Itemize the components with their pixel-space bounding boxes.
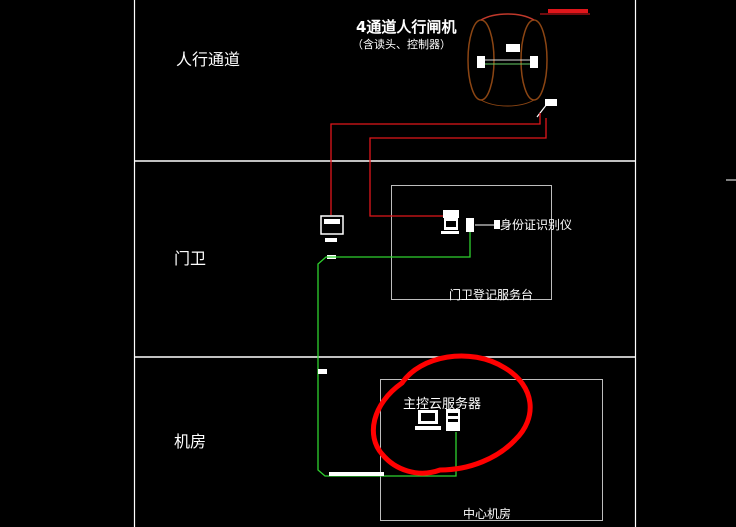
- workstation-icon: [441, 210, 474, 234]
- id-reader-icon: [494, 220, 500, 229]
- green-cable-guard-to-server: [317, 232, 471, 477]
- server-label: 主控云服务器: [403, 397, 482, 412]
- cable-annotation: [329, 472, 384, 476]
- id-reader-label: 身份证识别仪: [500, 218, 573, 232]
- turnstile-subtitle: （含读头、控制器）: [352, 38, 451, 51]
- zone-label-guard: 门卫: [174, 249, 207, 268]
- turnstile-icon: [467, 13, 548, 107]
- highlight-circle: [370, 353, 533, 476]
- cable-label-box: [318, 369, 327, 374]
- red-cable-turnstile-to-monitor: [330, 113, 541, 215]
- turnstile-title: 4通道人行闸机: [356, 18, 457, 36]
- server-icon: [415, 409, 460, 431]
- zone-label-server-room: 机房: [174, 432, 207, 451]
- guard-desk-label: 门卫登记服务台: [449, 288, 534, 302]
- turnstile-callout-tag: [548, 9, 588, 13]
- server-room-label: 中心机房: [463, 507, 512, 521]
- red-cable-turnstile-to-workstation: [369, 118, 547, 217]
- zone-label-pedestrian: 人行通道: [176, 50, 241, 69]
- camera-icon: [536, 99, 557, 118]
- guard-desk-box: [391, 185, 552, 300]
- monitor-icon: [320, 215, 344, 242]
